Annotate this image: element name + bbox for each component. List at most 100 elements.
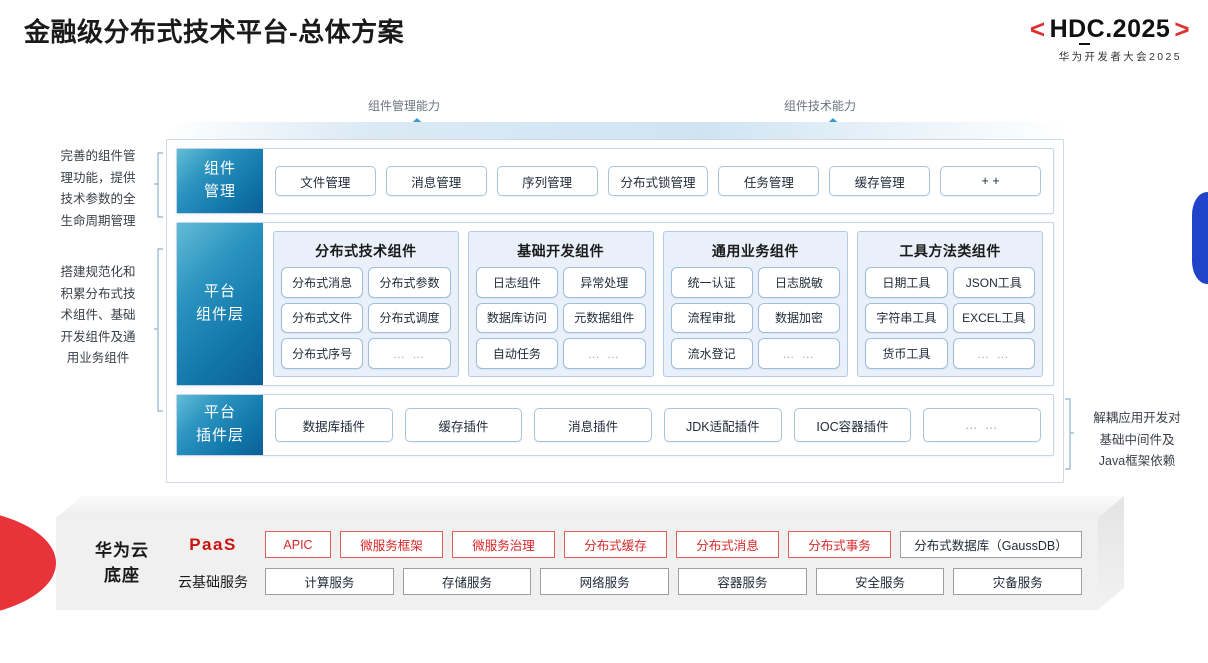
cloud-service-item[interactable]: 计算服务	[265, 568, 394, 595]
side-note-right: 解耦应用开发对 基础中间件及 Java框架依赖	[1093, 411, 1181, 468]
paas-item[interactable]: 微服务框架	[340, 531, 443, 558]
base-panel-rows: PaaS APIC 微服务框架 微服务治理 分布式缓存 分布式消息 分布式事务 …	[170, 531, 1083, 595]
layer-tag-platform-component: 平台 组件层	[177, 223, 263, 385]
component-item[interactable]: 分布式消息	[281, 267, 364, 298]
component-item[interactable]: 分布式序号	[281, 338, 364, 369]
cloud-service-item[interactable]: 灾备服务	[953, 568, 1083, 595]
hdc-left-bracket-icon: <	[1029, 14, 1046, 44]
plugin-item[interactable]: IOC容器插件	[793, 408, 912, 442]
component-item[interactable]: 流程审批	[670, 302, 753, 334]
component-management-item[interactable]: 分布式锁管理	[607, 166, 709, 196]
paas-item-gaussdb[interactable]: 分布式数据库（GaussDB）	[900, 531, 1082, 558]
blue-lens-decoration	[1192, 192, 1208, 284]
base-panel-inner: 华为云 底座 PaaS APIC 微服务框架 微服务治理 分布式缓存 分布式消息…	[56, 516, 1098, 610]
component-management-item[interactable]: 缓存管理	[829, 166, 931, 196]
bracket-left-top-icon	[154, 152, 164, 218]
arrow-label-component-technology: 组件技术能力	[784, 99, 857, 113]
component-group-basic-development: 基础开发组件 日志组件 异常处理 数据库访问 元数据组件 自动任务 … …	[467, 231, 654, 377]
base-row-paas: PaaS APIC 微服务框架 微服务治理 分布式缓存 分布式消息 分布式事务 …	[170, 531, 1082, 558]
component-management-item[interactable]: 消息管理	[385, 166, 487, 196]
component-item[interactable]: 异常处理	[563, 267, 646, 298]
component-item[interactable]: 元数据组件	[563, 302, 646, 334]
layer-tag-line-1: 组件	[203, 160, 236, 178]
hdc-logo: < HDC.2025 > 华为开发者大会2025	[960, 14, 1190, 64]
cloud-service-item[interactable]: 安全服务	[815, 568, 945, 595]
page-title: 金融级分布式技术平台-总体方案	[24, 17, 405, 47]
component-management-item-add[interactable]: + +	[940, 166, 1042, 196]
bracket-left-middle-icon	[154, 248, 164, 412]
component-item[interactable]: 字符串工具	[865, 302, 948, 334]
cloud-service-item[interactable]: 存储服务	[402, 568, 532, 595]
layer-tag-line-2: 管理	[203, 183, 236, 200]
red-wedge-decoration	[0, 508, 56, 618]
component-item[interactable]: 货币工具	[865, 338, 948, 369]
plugin-item-more[interactable]: … …	[923, 408, 1042, 442]
cloud-service-item[interactable]: 网络服务	[540, 568, 670, 595]
component-item[interactable]: 分布式调度	[368, 302, 451, 334]
layer-body-platform-component: 分布式技术组件 分布式消息 分布式参数 分布式文件 分布式调度 分布式序号 … …	[263, 223, 1053, 385]
paas-item[interactable]: 分布式消息	[676, 531, 779, 558]
paas-item[interactable]: 分布式事务	[788, 531, 891, 558]
platform-frame: 组件 管理 文件管理 消息管理 序列管理 分布式锁管理 任务管理 缓存管理 + …	[166, 139, 1064, 483]
layer-body-platform-plugin: 数据库插件 缓存插件 消息插件 JDK适配插件 IOC容器插件 … …	[263, 395, 1053, 455]
plugin-item[interactable]: 消息插件	[534, 408, 653, 442]
component-item[interactable]: 日期工具	[865, 267, 948, 298]
component-item[interactable]: 日志组件	[475, 267, 559, 298]
component-item-more[interactable]: … …	[757, 338, 841, 369]
bracket-right-icon	[1064, 398, 1074, 470]
component-item-more[interactable]: … …	[563, 338, 646, 369]
layer-tag-platform-plugin: 平台 插件层	[177, 395, 263, 455]
component-item-more[interactable]: … …	[368, 338, 451, 369]
base-panel-top-bevel	[56, 496, 1124, 518]
row-label-cloud-infra: 云基础服务	[178, 573, 248, 590]
component-group-distributed-tech: 分布式技术组件 分布式消息 分布式参数 分布式文件 分布式调度 分布式序号 … …	[273, 231, 459, 377]
layer-platform-plugin: 平台 插件层 数据库插件 缓存插件 消息插件 JDK适配插件 IOC容器插件 ……	[176, 394, 1054, 456]
component-item[interactable]: 分布式文件	[281, 302, 364, 334]
layer-tag-line-2: 组件层	[195, 306, 244, 323]
group-title: 工具方法类组件	[899, 243, 1001, 259]
group-title: 基础开发组件	[517, 243, 605, 259]
hdc-logo-subtitle: 华为开发者大会2025	[1058, 51, 1182, 63]
paas-item[interactable]: 分布式缓存	[564, 531, 667, 558]
component-management-item[interactable]: 文件管理	[275, 166, 376, 196]
component-item[interactable]: 日志脱敏	[757, 267, 841, 298]
hdc-logo-word: HDC.2025	[1049, 15, 1171, 43]
base-panel-right-bevel	[1098, 496, 1124, 610]
component-item[interactable]: 数据加密	[757, 302, 841, 334]
group-grid: 分布式消息 分布式参数 分布式文件 分布式调度 分布式序号 … …	[281, 267, 451, 369]
base-panel-title: 华为云 底座	[74, 538, 170, 589]
group-grid: 统一认证 日志脱敏 流程审批 数据加密 流水登记 … …	[670, 267, 841, 369]
component-item[interactable]: 流水登记	[670, 338, 753, 369]
component-management-item[interactable]: 序列管理	[496, 166, 598, 196]
component-item[interactable]: 自动任务	[475, 338, 559, 369]
component-item[interactable]: 分布式参数	[368, 267, 451, 298]
side-note-left-top: 完善的组件管 理功能，提供 技术参数的全 生命周期管理	[60, 149, 136, 228]
side-note-left-middle: 搭建规范化和 积累分布式技 术组件、基础 开发组件及通 用业务组件	[60, 265, 136, 365]
plugin-item[interactable]: 缓存插件	[404, 408, 523, 442]
plugin-item[interactable]: JDK适配插件	[664, 408, 782, 442]
hdc-logo-main: < HDC.2025 >	[960, 14, 1190, 45]
layer-body-component-management: 文件管理 消息管理 序列管理 分布式锁管理 任务管理 缓存管理 + +	[263, 149, 1053, 213]
base-title-line-1: 华为云	[95, 540, 149, 560]
base-row-cloud-infra: 云基础服务 计算服务 存储服务 网络服务 容器服务 安全服务 灾备服务	[170, 568, 1083, 595]
component-item[interactable]: EXCEL工具	[952, 302, 1035, 334]
component-item[interactable]: 数据库访问	[475, 302, 559, 334]
hdc-logo-text: HDC.2025	[1049, 15, 1171, 45]
cloud-service-item[interactable]: 容器服务	[678, 568, 807, 595]
layer-platform-component: 平台 组件层 分布式技术组件 分布式消息 分布式参数 分布式文件 分布式调度 分…	[176, 222, 1054, 386]
base-panel-huawei-cloud: 华为云 底座 PaaS APIC 微服务框架 微服务治理 分布式缓存 分布式消息…	[56, 516, 1098, 610]
component-item[interactable]: JSON工具	[952, 267, 1035, 298]
paas-item-apic[interactable]: APIC	[265, 531, 331, 558]
group-grid: 日志组件 异常处理 数据库访问 元数据组件 自动任务 … …	[475, 267, 646, 369]
component-item-more[interactable]: … …	[952, 338, 1035, 369]
plugin-item[interactable]: 数据库插件	[275, 408, 393, 442]
group-title: 通用业务组件	[711, 243, 799, 259]
component-group-common-business: 通用业务组件 统一认证 日志脱敏 流程审批 数据加密 流水登记 … …	[662, 231, 849, 377]
layer-tag-line-2: 插件层	[195, 427, 244, 444]
layer-tag-line-1: 平台	[203, 283, 236, 301]
component-group-tool-methods: 工具方法类组件 日期工具 JSON工具 字符串工具 EXCEL工具 货币工具 ……	[857, 231, 1043, 377]
component-management-item[interactable]: 任务管理	[718, 166, 820, 196]
paas-item[interactable]: 微服务治理	[452, 531, 555, 558]
component-item[interactable]: 统一认证	[670, 267, 753, 298]
layer-tag-line-1: 平台	[203, 404, 236, 422]
